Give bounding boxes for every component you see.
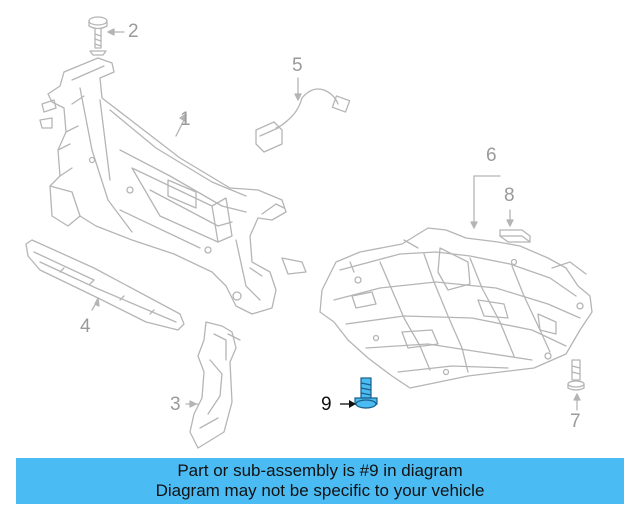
part-2-screw [88, 16, 125, 56]
info-banner: Part or sub-assembly is #9 in diagram Di… [16, 458, 624, 504]
callout-2: 2 [128, 21, 139, 42]
parts-diagram [25, 16, 593, 449]
callout-5: 5 [292, 55, 303, 76]
part-4-deflector [25, 239, 185, 331]
callout-9: 9 [321, 394, 332, 415]
part-5-sensor [255, 77, 351, 153]
callout-3: 3 [170, 394, 181, 415]
banner-line-2: Diagram may not be specific to your vehi… [155, 481, 485, 500]
part-9-leader [340, 400, 356, 408]
banner-line-1: Part or sub-assembly is #9 in diagram [177, 461, 463, 480]
part-1-radiator-support [39, 57, 307, 315]
callout-8: 8 [504, 185, 515, 206]
part-6-leader [470, 175, 514, 229]
part-6-undertray [319, 227, 593, 389]
callout-1: 1 [180, 109, 191, 130]
callout-6: 6 [486, 145, 497, 166]
part-3-bracket [185, 321, 241, 449]
part-7-bolt [567, 359, 585, 411]
part-8-clip [499, 229, 531, 243]
callout-4: 4 [80, 316, 91, 337]
part-9-bolt [354, 377, 378, 409]
callout-7: 7 [570, 411, 581, 432]
